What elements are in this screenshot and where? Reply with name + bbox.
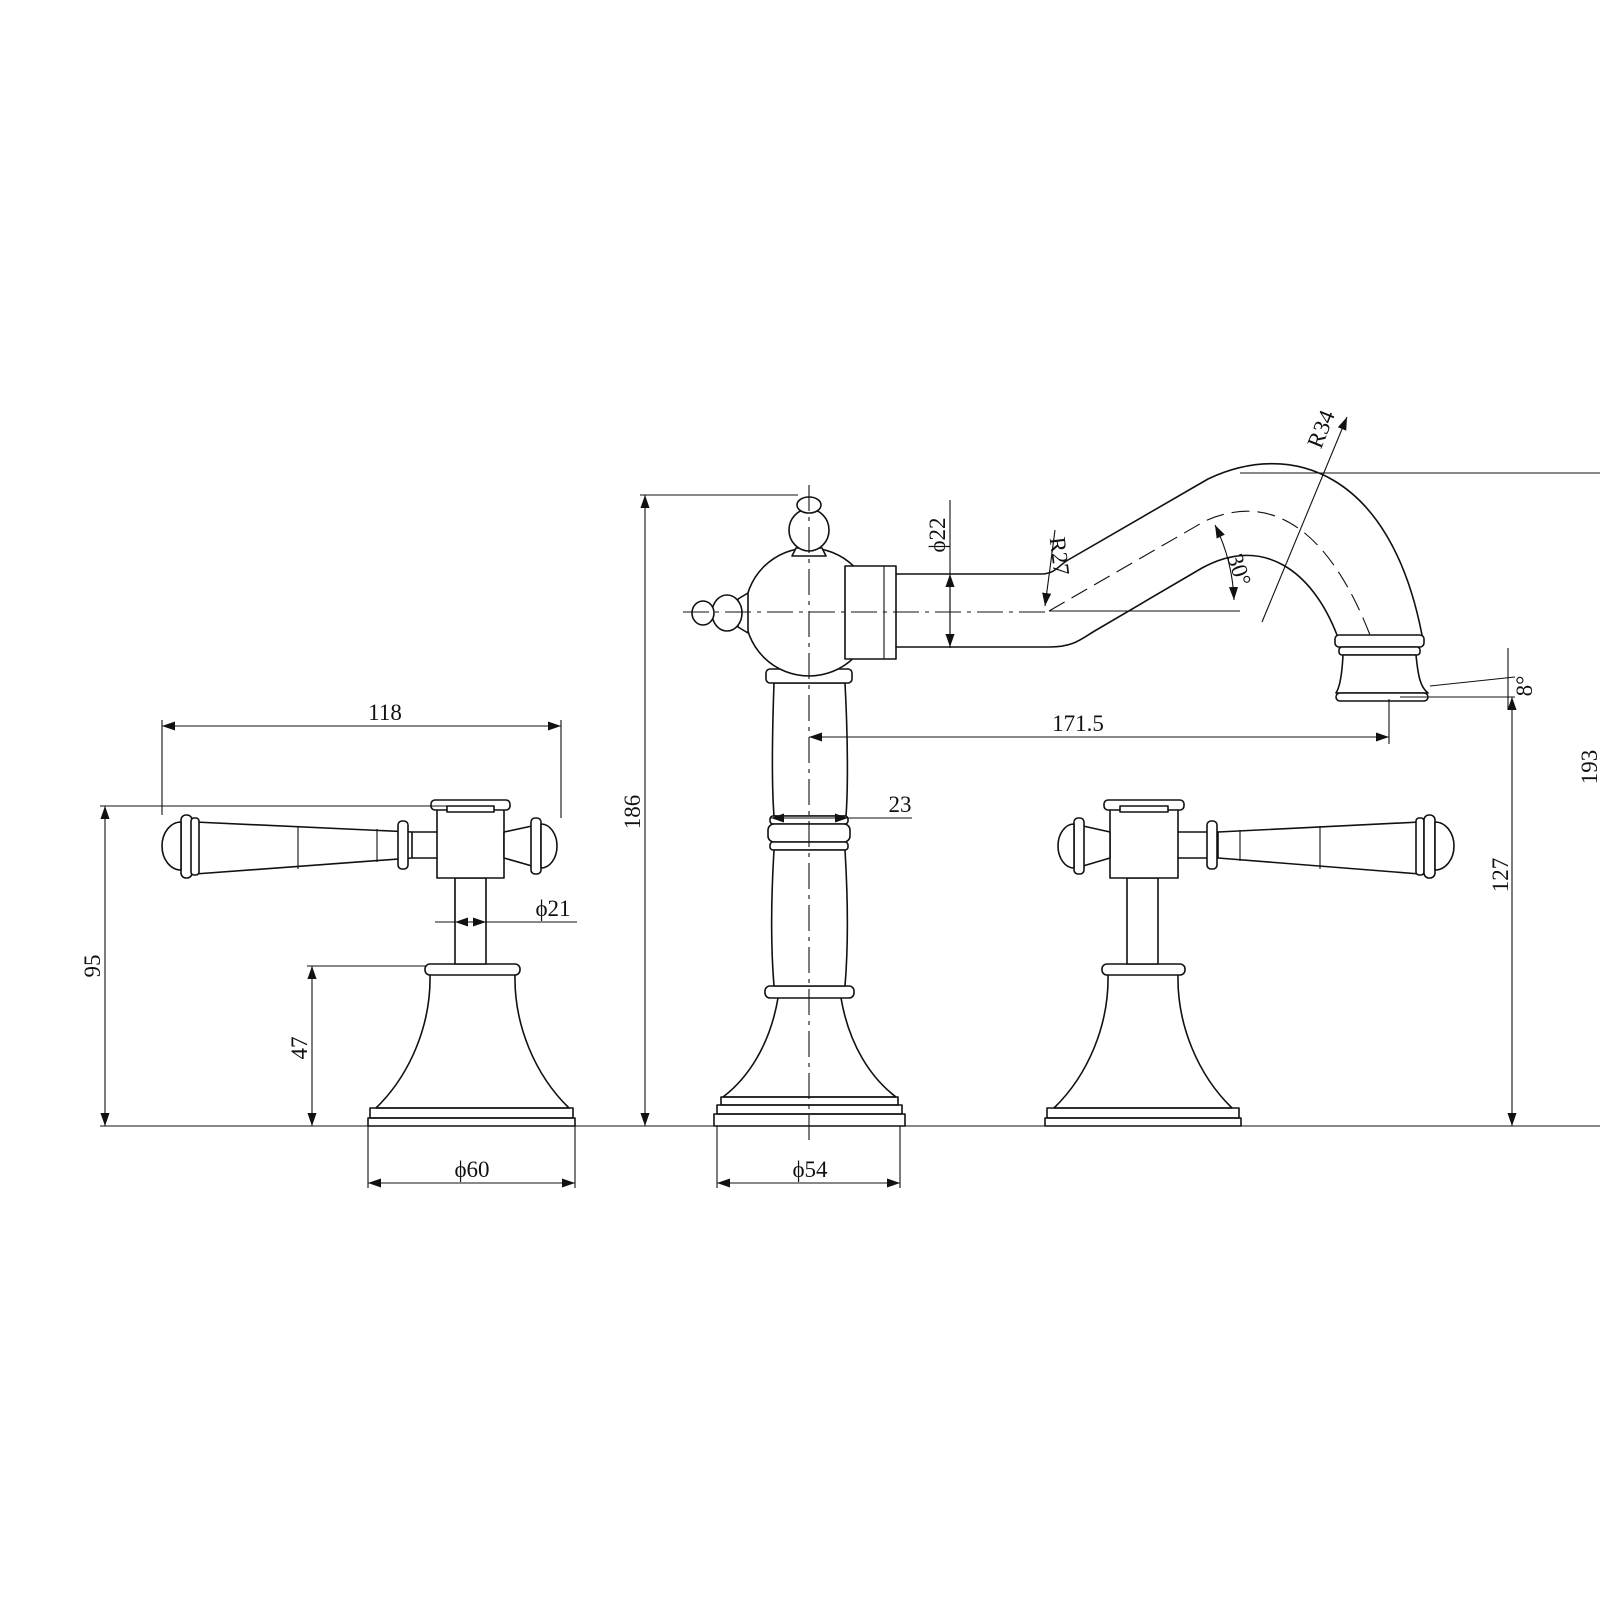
dim-r34-label: R34 [1302, 406, 1340, 451]
dim-phi60: ϕ60 [367, 1126, 576, 1188]
dim-23-label: 23 [889, 792, 912, 817]
dim-95-label: 95 [80, 955, 105, 978]
dim-95: 95 [80, 805, 470, 1126]
dim-127-label: 127 [1488, 858, 1513, 893]
dim-47-label: 47 [287, 1037, 312, 1060]
dim-193: 193 [1240, 472, 1600, 785]
dim-118: 118 [161, 700, 562, 818]
dim-30deg: 30° [1049, 524, 1256, 612]
dim-186: 186 [620, 494, 798, 1126]
dim-30deg-label: 30° [1222, 551, 1256, 589]
spout-centerlines [683, 485, 1049, 1140]
dim-193-label: 193 [1577, 750, 1600, 785]
dim-phi22-label: ϕ22 [925, 517, 950, 552]
dim-47: 47 [287, 965, 426, 1126]
dim-r27-label: R27 [1045, 536, 1074, 577]
dim-23: 23 [771, 792, 912, 823]
dim-phi60-label: ϕ60 [454, 1157, 489, 1182]
dim-phi22: ϕ22 [925, 500, 955, 648]
dim-118-label: 118 [368, 700, 402, 725]
right-handle-valve [1044, 799, 1455, 1127]
dim-r34: R34 [1261, 406, 1348, 623]
dim-phi54-label: ϕ54 [792, 1157, 828, 1182]
dim-phi21-label: ϕ21 [535, 896, 570, 921]
spout-body [691, 496, 906, 1127]
dim-8deg: 8° [1400, 648, 1537, 710]
spout-arm [895, 462, 1429, 702]
dim-phi21: ϕ21 [435, 878, 577, 927]
dim-8deg-label: 8° [1512, 676, 1537, 697]
left-handle-valve [161, 799, 576, 1127]
dim-186-label: 186 [620, 795, 645, 830]
dim-r27: R27 [1042, 529, 1074, 607]
dim-171-5-label: 171.5 [1052, 711, 1104, 736]
dim-127: 127 [1488, 697, 1517, 1126]
dim-171-5: 171.5 [809, 699, 1390, 744]
dim-phi54: ϕ54 [716, 1126, 901, 1188]
